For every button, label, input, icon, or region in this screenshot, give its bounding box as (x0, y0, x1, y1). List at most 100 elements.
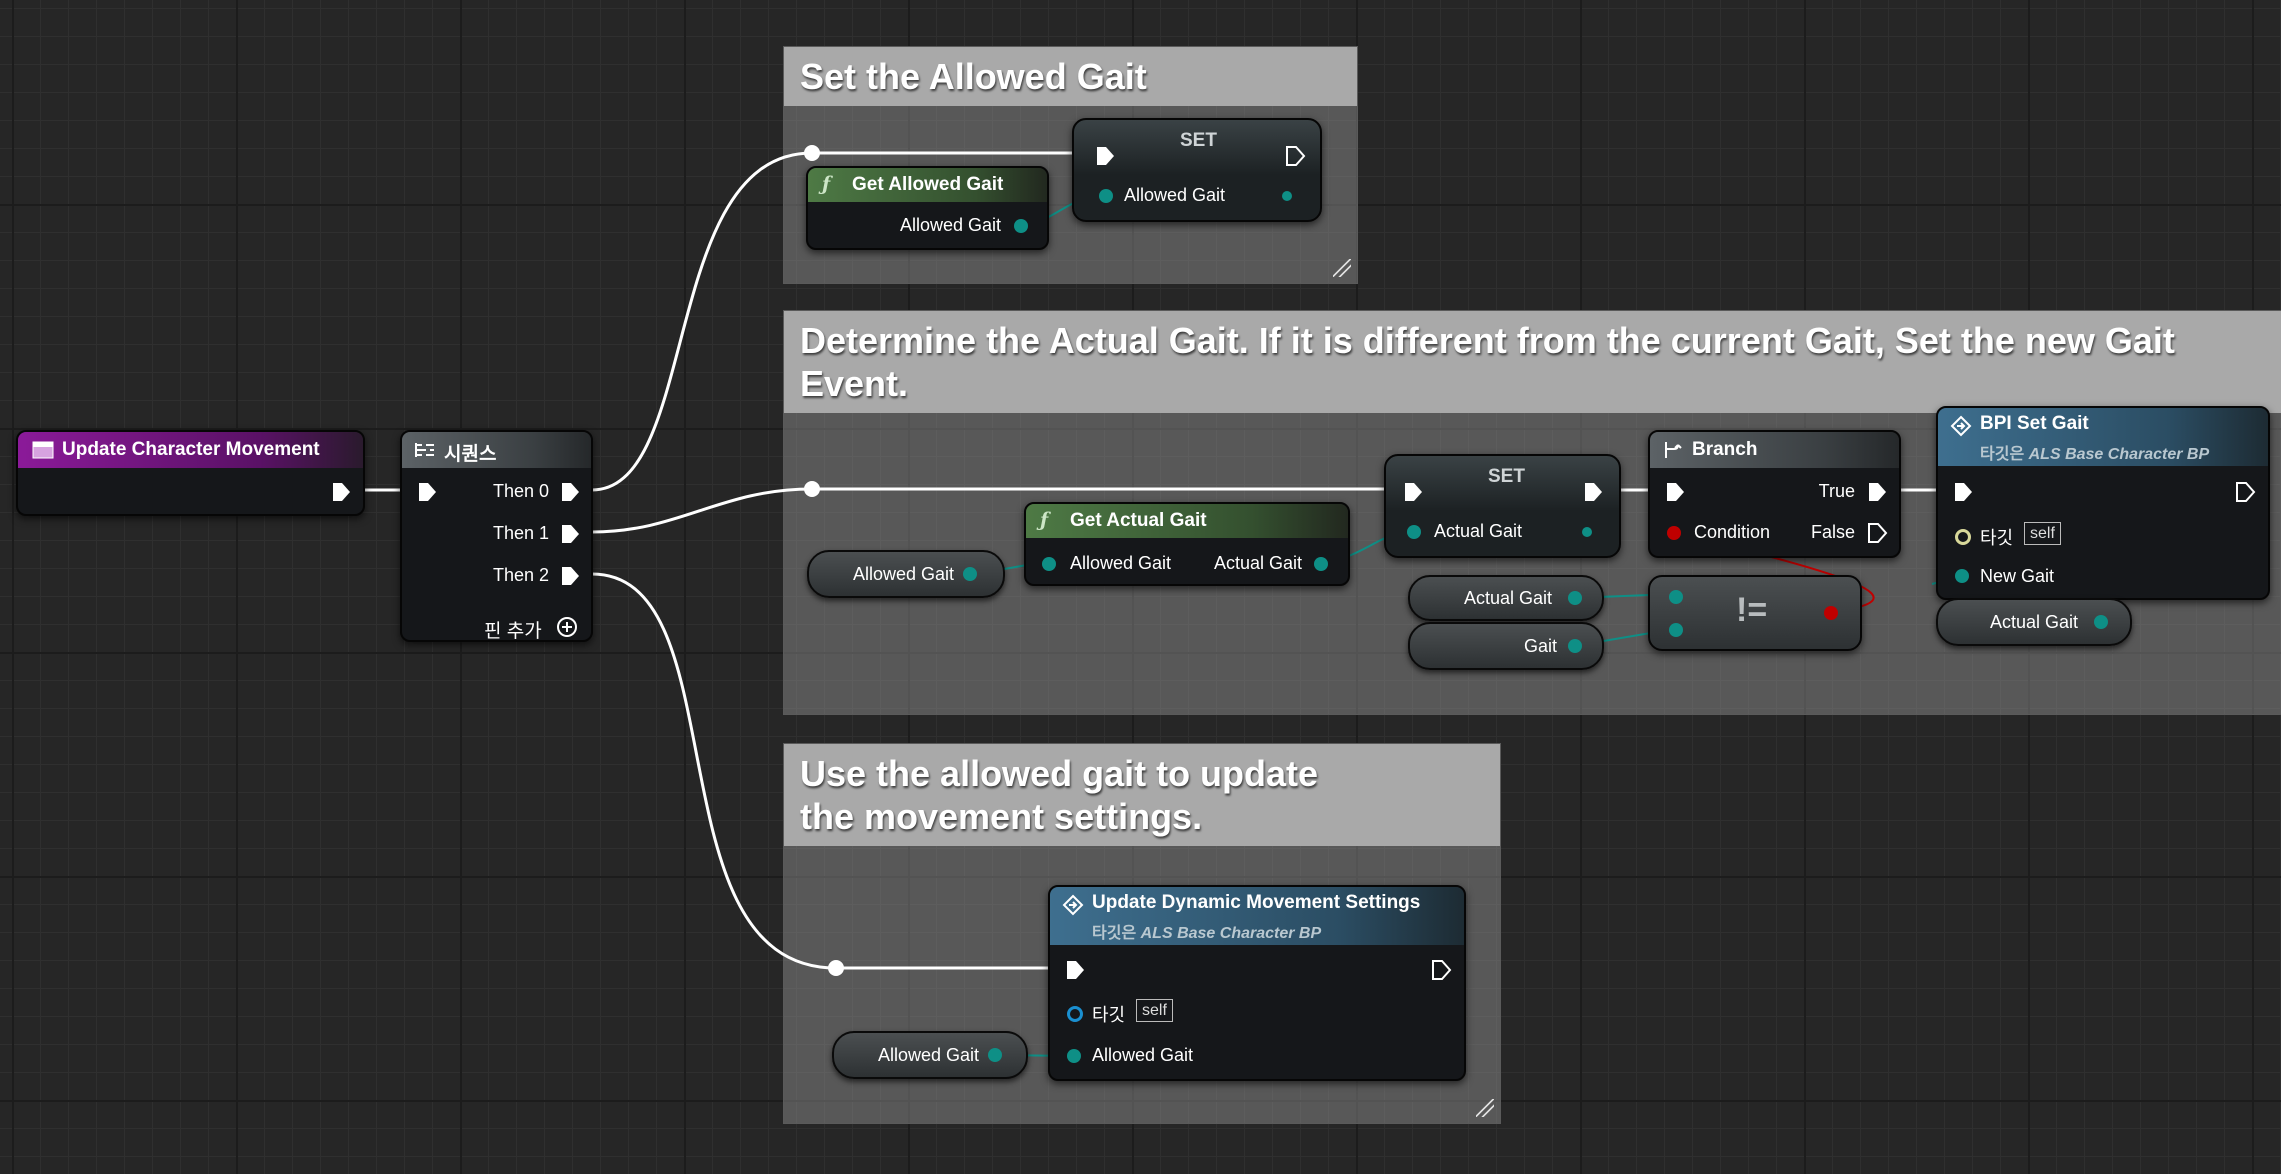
node-header[interactable]: ƒ Get Allowed Gait (808, 168, 1047, 202)
a-in-pin[interactable] (1669, 590, 1683, 604)
exec-out-pin[interactable] (330, 480, 352, 504)
get-allowed-gait-node[interactable]: ƒ Get Allowed Gait Allowed Gait (806, 166, 1049, 250)
exec-out-pin-false[interactable] (1866, 521, 1888, 545)
self-default-box[interactable]: self (2024, 522, 2061, 545)
allowed-gait-in-pin[interactable] (1099, 189, 1113, 203)
exec-out-pin[interactable] (1284, 144, 1306, 168)
set-actual-gait-node[interactable]: SET Actual Gait (1384, 454, 1621, 558)
out-pin[interactable] (963, 567, 977, 581)
node-header[interactable]: Branch (1650, 432, 1899, 468)
new-gait-in-pin[interactable] (1955, 569, 1969, 583)
false-label: False (1810, 522, 1855, 542)
function-icon: ƒ (1040, 509, 1049, 531)
subtitle-target: ALS Base Character BP (1140, 925, 1322, 942)
condition-in-pin[interactable] (1667, 526, 1681, 540)
exec-in-pin[interactable] (1094, 144, 1116, 168)
exec-wire-then2 (591, 572, 1064, 970)
resize-handle[interactable] (1476, 1099, 1494, 1117)
node-title: Get Actual Gait (1070, 510, 1207, 531)
reroute-knot (828, 960, 844, 976)
node-title: BPI Set Gait (1980, 413, 2089, 434)
node-header[interactable]: ƒ Get Actual Gait (1026, 504, 1348, 538)
node-title: Update Dynamic Movement Settings (1092, 892, 1421, 913)
target-label: 타깃 (1980, 528, 2014, 548)
node-header[interactable]: BPI Set Gait 타깃은 ALS Base Character BP (1938, 408, 2268, 466)
operator-symbol: != (1736, 591, 1768, 629)
exec-out-pin-then1[interactable] (559, 522, 581, 546)
exec-in-pin[interactable] (1064, 958, 1086, 982)
bpi-set-gait-node[interactable]: BPI Set Gait 타깃은 ALS Base Character BP 타… (1936, 406, 2270, 600)
set-allowed-gait-node[interactable]: SET Allowed Gait (1072, 118, 1322, 222)
resize-handle[interactable] (1333, 259, 1351, 277)
result-out-pin[interactable] (1824, 606, 1838, 620)
event-icon (32, 441, 54, 459)
then0-label: Then 0 (492, 481, 549, 501)
sequence-node[interactable]: 시퀀스 Then 0 Then 1 Then 2 핀 추가 (400, 430, 593, 642)
allowed-gait-label: Allowed Gait (1092, 1045, 1194, 1065)
exec-in-pin[interactable] (1402, 480, 1424, 504)
branch-node[interactable]: Branch True Condition False (1648, 430, 1901, 558)
exec-out-pin[interactable] (2234, 480, 2256, 504)
not-equal-node[interactable]: != (1648, 575, 1862, 651)
out-pin[interactable] (988, 1048, 1002, 1062)
allowed-gait-in-pin[interactable] (1067, 1049, 1081, 1063)
comment-title[interactable]: Set the Allowed Gait (784, 47, 1357, 107)
gait-variable-node[interactable]: Gait (1408, 622, 1604, 670)
self-default-box[interactable]: self (1136, 999, 1173, 1022)
then1-label: Then 1 (492, 523, 549, 543)
b-in-pin[interactable] (1669, 623, 1683, 637)
comment-title[interactable]: Determine the Actual Gait. If it is diff… (784, 311, 2281, 414)
exec-out-pin-then0[interactable] (559, 480, 581, 504)
comment-title[interactable]: Use the allowed gait to update the movem… (784, 744, 1500, 847)
exec-in-pin[interactable] (1664, 480, 1686, 504)
node-title: SET (1488, 466, 1525, 487)
actual-gait-variable-node-2[interactable]: Actual Gait (1936, 598, 2132, 646)
get-actual-gait-node[interactable]: ƒ Get Actual Gait Allowed Gait Actual Ga… (1024, 502, 1350, 586)
node-header[interactable]: Update Character Movement (18, 432, 363, 468)
allowed-gait-variable-node[interactable]: Allowed Gait (807, 550, 1005, 598)
out-pin[interactable] (2094, 615, 2108, 629)
node-title: Branch (1692, 439, 1758, 460)
exec-out-pin[interactable] (1430, 958, 1452, 982)
allowed-gait-in-pin[interactable] (1042, 557, 1056, 571)
condition-label: Condition (1694, 522, 1771, 542)
out-pin[interactable] (1568, 591, 1582, 605)
node-subtitle: 타깃은 ALS Base Character BP (1092, 919, 1321, 943)
exec-in-pin[interactable] (416, 480, 438, 504)
event-node-update-character-movement[interactable]: Update Character Movement (16, 430, 365, 516)
add-pin-button[interactable]: 핀 추가 (482, 614, 591, 642)
add-pin-label: 핀 추가 (484, 621, 542, 642)
actual-gait-out-pin[interactable] (1314, 557, 1328, 571)
node-subtitle: 타깃은 ALS Base Character BP (1980, 440, 2209, 464)
subtitle-prefix: 타깃은 (1092, 925, 1137, 942)
variable-label: Actual Gait (1464, 588, 1553, 608)
exec-out-pin-true[interactable] (1866, 480, 1888, 504)
target-label: 타깃 (1092, 1005, 1126, 1025)
allowed-gait-out-pin[interactable] (1282, 191, 1292, 201)
node-title: Update Character Movement (62, 439, 320, 460)
new-gait-label: New Gait (1980, 566, 2055, 586)
exec-in-pin[interactable] (1952, 480, 1974, 504)
update-dynamic-movement-settings-node[interactable]: Update Dynamic Movement Settings 타깃은 ALS… (1048, 885, 1466, 1081)
plus-circle-icon (557, 617, 577, 637)
node-title: Get Allowed Gait (852, 174, 1004, 195)
out-pin[interactable] (1568, 639, 1582, 653)
pin-label: Actual Gait (1434, 521, 1523, 541)
actual-gait-variable-node[interactable]: Actual Gait (1408, 575, 1604, 621)
allowed-gait-out-pin[interactable] (1014, 219, 1028, 233)
node-title: 시퀀스 (444, 444, 497, 465)
target-in-pin[interactable] (1955, 529, 1971, 545)
exec-out-pin-then2[interactable] (559, 564, 581, 588)
allowed-gait-variable-node-2[interactable]: Allowed Gait (832, 1031, 1028, 1079)
reroute-knot (804, 145, 820, 161)
subtitle-prefix: 타깃은 (1980, 446, 2025, 463)
target-in-pin[interactable] (1067, 1006, 1083, 1022)
actual-gait-in-pin[interactable] (1407, 525, 1421, 539)
exec-out-pin[interactable] (1582, 480, 1604, 504)
node-header[interactable]: Update Dynamic Movement Settings 타깃은 ALS… (1050, 887, 1464, 945)
node-header[interactable]: 시퀀스 (402, 432, 591, 468)
pin-label: Actual Gait (1213, 553, 1302, 573)
actual-gait-out-pin[interactable] (1582, 527, 1592, 537)
branch-icon (1665, 442, 1682, 458)
pin-label: Allowed Gait (1070, 553, 1172, 573)
